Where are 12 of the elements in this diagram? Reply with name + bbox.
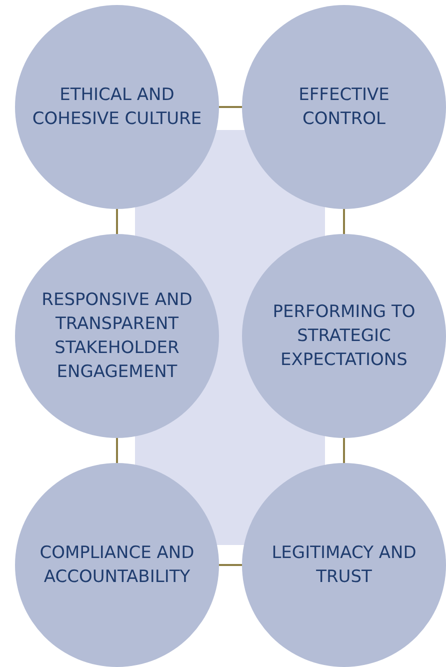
connector-line [116, 438, 118, 463]
node-label: EFFECTIVE CONTROL [298, 84, 390, 131]
node-label: LEGITIMACY AND TRUST [270, 542, 418, 589]
node-label: RESPONSIVE AND TRANSPARENT STAKEHOLDER ENGAGEMENT [40, 289, 194, 384]
connector-line [116, 209, 118, 234]
connector-line [343, 209, 345, 234]
node-label: PERFORMING TO STRATEGIC EXPECTATIONS [272, 301, 416, 372]
node-label: ETHICAL AND COHESIVE CULTURE [31, 84, 203, 131]
connector-line [219, 564, 242, 566]
node-label: COMPLIANCE AND ACCOUNTABILITY [38, 542, 196, 589]
connector-line [343, 438, 345, 463]
connector-line [219, 106, 242, 108]
